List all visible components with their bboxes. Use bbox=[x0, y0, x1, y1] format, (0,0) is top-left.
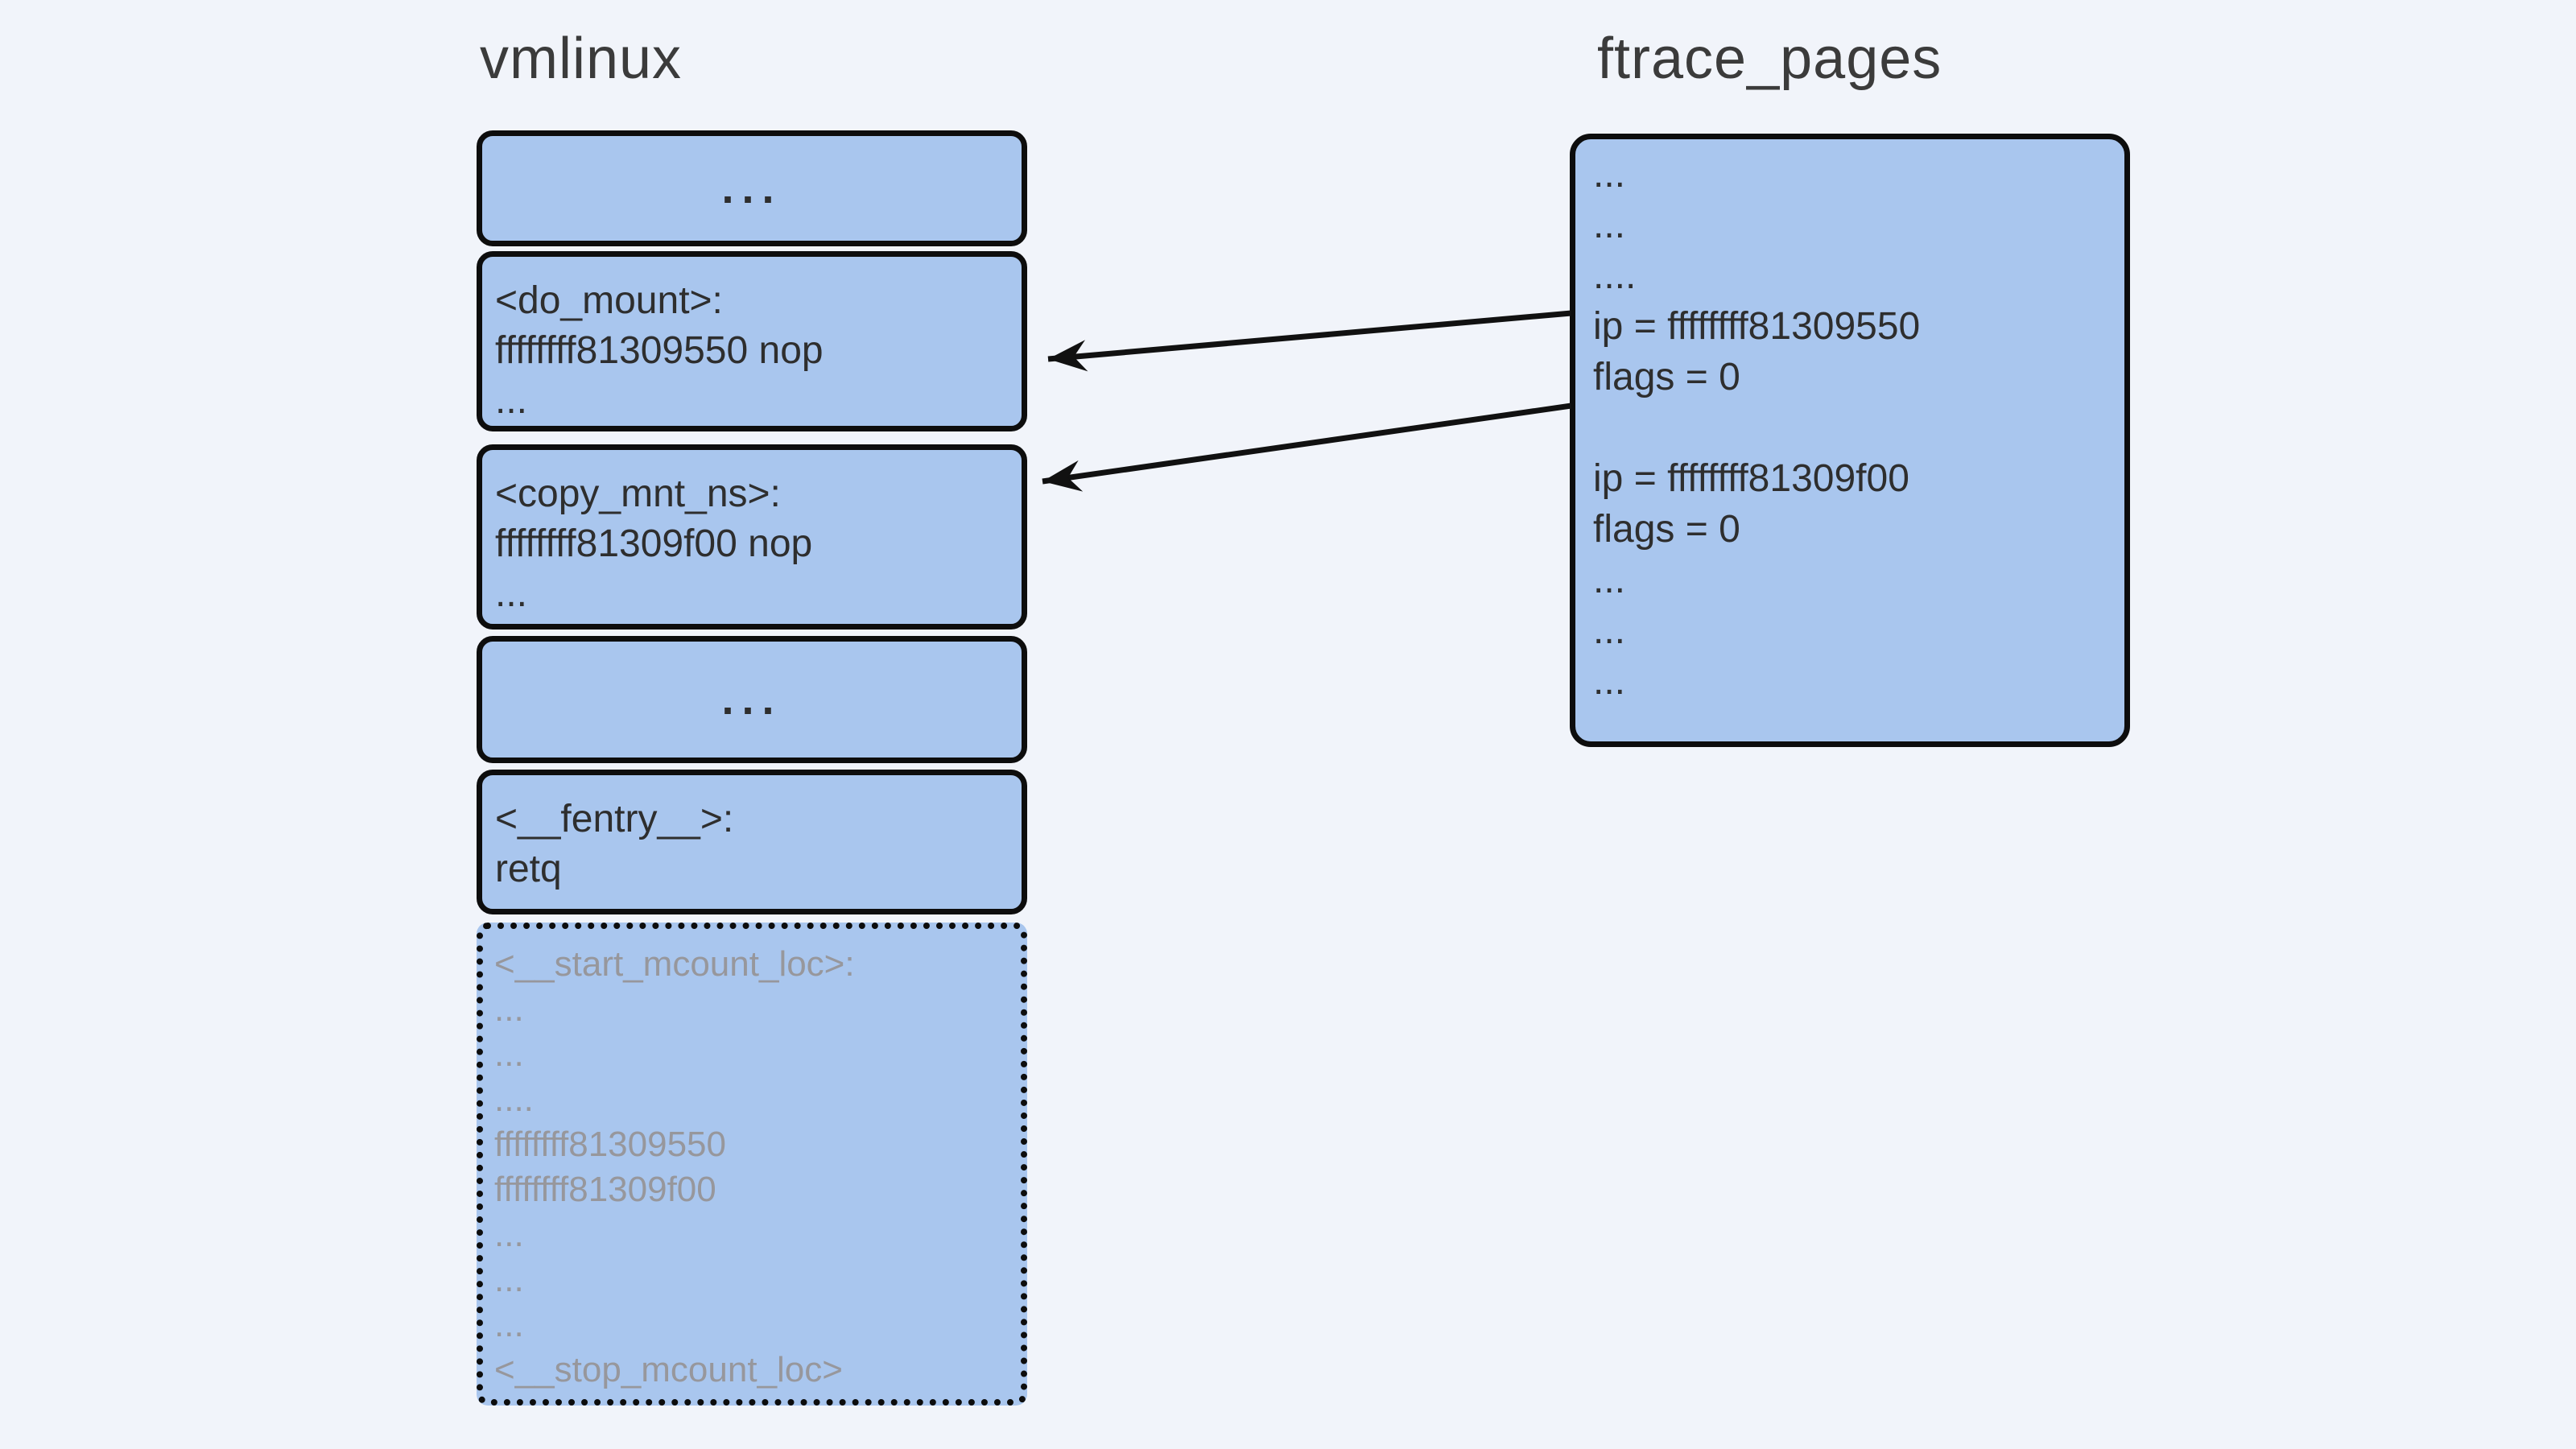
box-line: <do_mount>: bbox=[495, 279, 723, 322]
box-line: ffffffff81309f00 nop bbox=[495, 522, 813, 565]
box-line: ... bbox=[721, 164, 782, 213]
box-line: ... bbox=[1593, 559, 1626, 601]
box-line: ... bbox=[1593, 660, 1626, 703]
box-line: <copy_mnt_ns>: bbox=[495, 473, 781, 515]
box-line: retq bbox=[495, 848, 562, 890]
ftrace-pages-box: .......... ip = ffffffff81309550 flags = 0… bbox=[1570, 134, 2130, 747]
box-line: .... bbox=[1593, 254, 1637, 297]
vmlinux-box-do-mount: <do_mount>: ffffffff81309550 nop... bbox=[477, 251, 1027, 431]
ftrace-pages-title: ftrace_pages bbox=[1597, 27, 1942, 91]
box-line: ip = ffffffff81309f00 bbox=[1593, 457, 1909, 500]
box-line: ... bbox=[494, 1260, 524, 1299]
box-line: ... bbox=[494, 1034, 524, 1074]
vmlinux-title: vmlinux bbox=[480, 27, 683, 91]
box-line: ffffffff81309f00 bbox=[494, 1170, 716, 1209]
vmlinux-box-mcount-loc: <__start_mcount_loc>:.......... ffffffff8… bbox=[477, 923, 1027, 1406]
box-line: flags = 0 bbox=[1593, 508, 1740, 551]
box-line: .... bbox=[494, 1080, 534, 1119]
box-line: ip = ffffffff81309550 bbox=[1593, 305, 1921, 348]
box-line: ... bbox=[494, 1215, 524, 1254]
box-line: ... bbox=[721, 675, 782, 724]
box-line: ... bbox=[1593, 153, 1626, 196]
box-line: flags = 0 bbox=[1593, 356, 1740, 398]
box-line: ffffffff81309550 nop bbox=[495, 329, 824, 372]
vmlinux-box-fentry: <__fentry__>:retq bbox=[477, 770, 1027, 914]
box-line: <__start_mcount_loc>: bbox=[494, 944, 855, 984]
vmlinux-box-copy-mnt-ns: <copy_mnt_ns>: ffffffff81309f00 nop... bbox=[477, 444, 1027, 630]
box-line bbox=[1593, 402, 2108, 453]
box-line: ... bbox=[495, 379, 528, 422]
box-line: ... bbox=[1593, 204, 1626, 246]
box-line: ... bbox=[494, 989, 524, 1029]
box-line: ... bbox=[494, 1305, 524, 1344]
box-line: ... bbox=[1593, 609, 1626, 652]
box-line: ... bbox=[495, 572, 528, 615]
box-line: ffffffff81309550 bbox=[494, 1125, 726, 1164]
vmlinux-box-ellipsis-middle: ... bbox=[477, 636, 1027, 763]
vmlinux-box-ellipsis-top: ... bbox=[477, 130, 1027, 246]
box-line: <__fentry__>: bbox=[495, 798, 734, 840]
arrow-record2-to-copy-mnt-ns bbox=[1042, 402, 1572, 492]
box-line: <__stop_mcount_loc> bbox=[494, 1350, 843, 1389]
arrow-record1-to-do-mount bbox=[1047, 310, 1572, 372]
